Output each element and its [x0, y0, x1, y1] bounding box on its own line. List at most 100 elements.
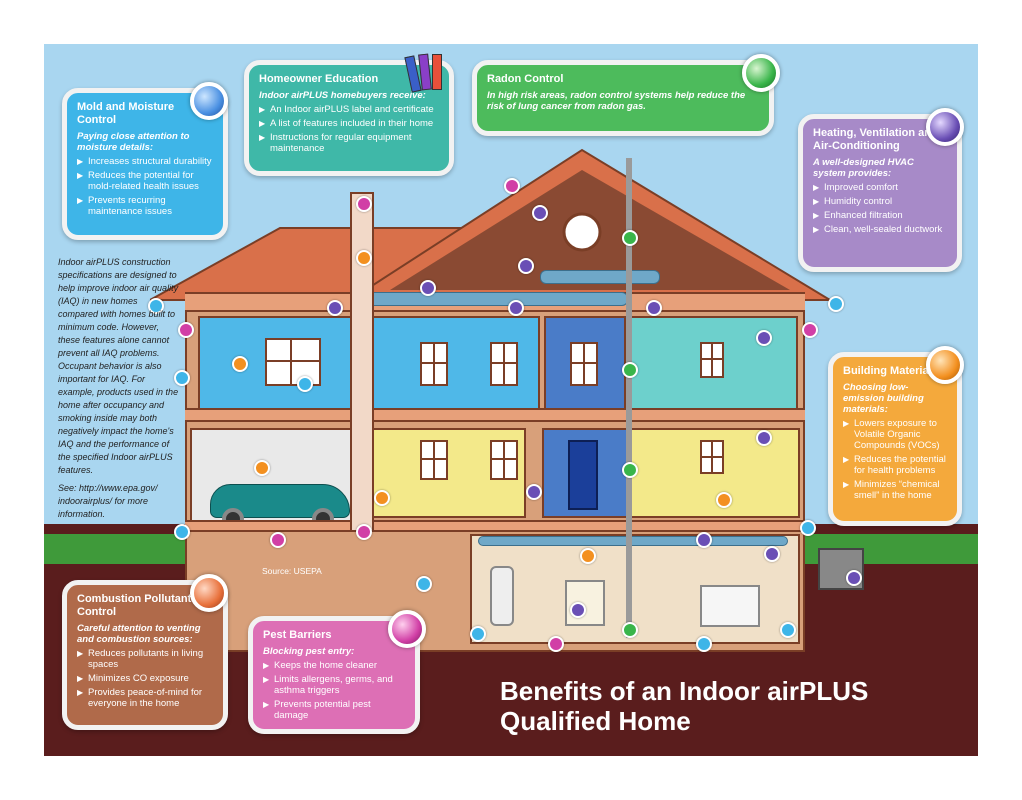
poster-title: Benefits of an Indoor airPLUS Qualified …: [500, 676, 940, 736]
indicator-dot: [232, 356, 248, 372]
indicator-dot: [696, 532, 712, 548]
indicator-dot: [526, 484, 542, 500]
basement-duct: [478, 536, 788, 546]
panel-title: Building Materials: [843, 365, 938, 377]
indicator-dot: [696, 636, 712, 652]
indicator-dot: [764, 546, 780, 562]
list-item: Lowers exposure to Volatile Organic Comp…: [843, 418, 947, 451]
indicator-dot: [420, 280, 436, 296]
list-item: Reduces the potential for mold-related h…: [77, 170, 213, 192]
panel-pest-barriers: Pest Barriers Blocking pest entry: Keeps…: [248, 616, 420, 734]
panel-intro: Careful attention to venting and combust…: [77, 623, 201, 645]
panel-homeowner-education: Homeowner Education Indoor airPLUS homeb…: [244, 60, 454, 176]
indicator-dot: [622, 622, 638, 638]
indicator-dot: [846, 570, 862, 586]
indicator-dot: [504, 178, 520, 194]
indicator-dot: [570, 602, 586, 618]
window: [700, 440, 724, 474]
water-heater: [490, 566, 514, 626]
list-item: Reduces pollutants in living spaces: [77, 648, 213, 670]
panel-title: Homeowner Education: [259, 73, 379, 85]
list-item: Provides peace-of-mind for everyone in t…: [77, 687, 213, 709]
panel-intro: A well-designed HVAC system provides:: [813, 157, 914, 179]
indicator-dot: [178, 322, 194, 338]
indicator-dot: [802, 322, 818, 338]
list-item: Limits allergens, germs, and asthma trig…: [263, 674, 405, 696]
indicator-dot: [508, 300, 524, 316]
indicator-dot: [580, 548, 596, 564]
list-item: Humidity control: [813, 196, 947, 207]
indicator-dot: [374, 490, 390, 506]
indicator-dot: [254, 460, 270, 476]
panel-list: Reduces pollutants in living spaces Mini…: [77, 648, 213, 709]
list-item: Prevents potential pest damage: [263, 699, 405, 721]
list-item: Clean, well-sealed ductwork: [813, 224, 947, 235]
materials-orb-icon: [926, 346, 964, 384]
indicator-dot: [297, 376, 313, 392]
indicator-dot: [148, 298, 164, 314]
second-floor: [185, 408, 805, 422]
panel-intro: In high risk areas, radon control system…: [487, 90, 746, 112]
panel-building-materials: Building Materials Choosing low-emission…: [828, 352, 962, 526]
list-item: Keeps the home cleaner: [263, 660, 405, 671]
list-item: Increases structural durability: [77, 156, 213, 167]
indicator-dot: [174, 370, 190, 386]
attic-duct: [540, 270, 660, 284]
panel-list: An Indoor airPLUS label and certificate …: [259, 104, 439, 154]
indicator-dot: [470, 626, 486, 642]
source-credit: Source: USEPA: [262, 566, 322, 576]
list-item: Prevents recurring maintenance issues: [77, 195, 213, 217]
list-item: A list of features included in their hom…: [259, 118, 439, 129]
more-info-note: See: http://www.epa.gov/ indoorairplus/ …: [58, 483, 158, 519]
list-item: Minimizes “chemical smell” in the home: [843, 479, 947, 501]
indicator-dot: [756, 430, 772, 446]
side-note: Indoor airPLUS construction specificatio…: [58, 257, 179, 475]
panel-title: Pest Barriers: [263, 629, 332, 641]
panel-title: Radon Control: [487, 73, 564, 85]
panel-intro: Paying close attention to moisture detai…: [77, 131, 190, 153]
mold-orb-icon: [190, 82, 228, 120]
panel-intro: Blocking pest entry:: [263, 646, 355, 657]
window: [265, 338, 321, 386]
window: [490, 342, 518, 386]
indicator-dot: [356, 196, 372, 212]
indicator-dot: [532, 205, 548, 221]
indicator-dot: [416, 576, 432, 592]
front-door: [568, 440, 598, 510]
indicator-dot: [356, 524, 372, 540]
indicator-dot: [622, 362, 638, 378]
first-floor: [185, 520, 805, 532]
panel-radon-control: Radon Control In high risk areas, radon …: [472, 60, 774, 136]
attic-duct: [368, 292, 628, 306]
indicator-dot: [518, 258, 534, 274]
title-line: Qualified Home: [500, 706, 691, 736]
list-item: Minimizes CO exposure: [77, 673, 213, 684]
panel-list: Lowers exposure to Volatile Organic Comp…: [843, 418, 947, 501]
list-item: Enhanced filtration: [813, 210, 947, 221]
panel-list: Improved comfort Humidity control Enhanc…: [813, 182, 947, 235]
title-line: Benefits of an Indoor airPLUS: [500, 676, 869, 706]
list-item: Improved comfort: [813, 182, 947, 193]
binder-icon: [432, 54, 442, 90]
indicator-dot: [756, 330, 772, 346]
indicator-dot: [356, 250, 372, 266]
indicator-dot: [270, 532, 286, 548]
indicator-dot: [780, 622, 796, 638]
list-item: An Indoor airPLUS label and certificate: [259, 104, 439, 115]
panel-title: Heating, Ventilation and Air-Conditionin…: [813, 127, 938, 152]
panel-list: Keeps the home cleaner Limits allergens,…: [263, 660, 405, 721]
window: [700, 342, 724, 378]
panel-title: Mold and Moisture Control: [77, 101, 175, 126]
indicator-dot: [800, 520, 816, 536]
list-item: Reduces the potential for health problem…: [843, 454, 947, 476]
panel-intro: Indoor airPLUS homebuyers receive:: [259, 90, 426, 101]
washer-dryer: [700, 585, 760, 627]
radon-orb-icon: [742, 54, 780, 92]
indicator-dot: [828, 296, 844, 312]
panel-mold-moisture: Mold and Moisture Control Paying close a…: [62, 88, 228, 240]
combustion-orb-icon: [190, 574, 228, 612]
indicator-dot: [716, 492, 732, 508]
panel-title: Combustion Pollutant Control: [77, 593, 192, 618]
chimney: [350, 192, 374, 532]
indicator-dot: [622, 230, 638, 246]
